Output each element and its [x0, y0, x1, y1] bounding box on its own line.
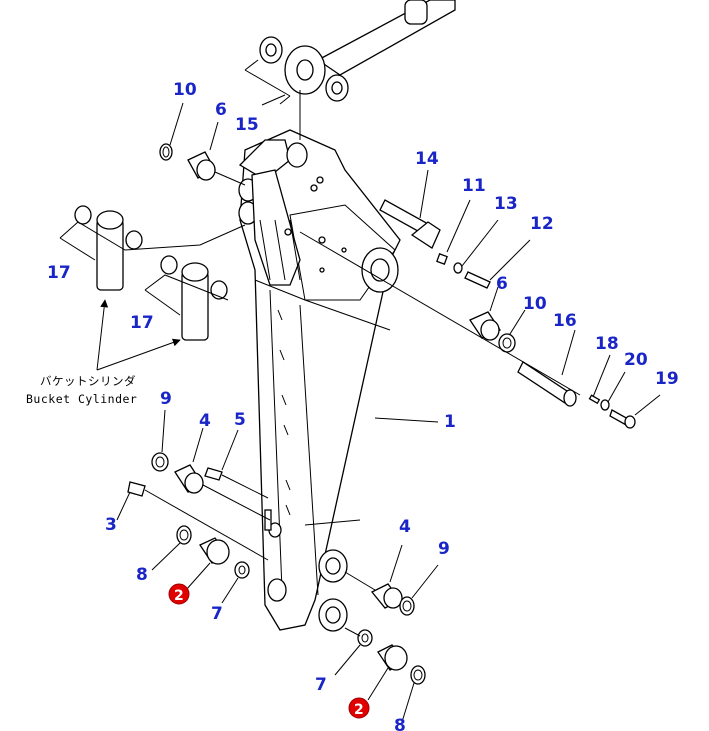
label-6-top: 6 — [215, 100, 227, 120]
highlight-marker-2-left: 2 — [168, 583, 190, 605]
label-4-left: 4 — [199, 411, 211, 431]
part-4-bushing-right — [344, 544, 403, 609]
note-english: Bucket Cylinder — [26, 392, 137, 406]
part-17-pin-lower — [144, 255, 229, 341]
label-2-left: 2 — [174, 588, 184, 604]
label-18: 18 — [595, 334, 619, 354]
part-14-pin — [379, 169, 441, 249]
part-17-pin-upper — [59, 205, 246, 291]
part-9-ring-left — [151, 409, 169, 472]
part-3-fitting — [116, 481, 269, 561]
part-10-ring-top — [159, 102, 184, 161]
arm-body — [238, 129, 401, 632]
highlight-marker-2-right: 2 — [348, 697, 370, 719]
label-8-right: 8 — [394, 716, 406, 731]
part-10-ring-right — [498, 309, 526, 353]
label-1: 1 — [444, 412, 456, 432]
part-8-ring-right — [401, 665, 426, 723]
label-4-right: 4 — [399, 517, 411, 537]
label-7-right: 7 — [315, 675, 327, 695]
label-14: 14 — [415, 149, 439, 169]
part-9-ring-right — [399, 564, 439, 616]
part-7-ring-right — [334, 627, 373, 676]
label-15: 15 — [235, 115, 259, 135]
leader-1 — [374, 417, 439, 423]
part-16-pin — [517, 329, 577, 407]
part-18-20-19-hardware — [588, 354, 661, 429]
label-19: 19 — [655, 369, 679, 389]
center-axis-line — [299, 231, 581, 396]
label-10-right: 10 — [523, 294, 547, 314]
part-4-bushing-left — [174, 427, 271, 521]
label-17-upper: 17 — [47, 263, 71, 283]
label-5: 5 — [234, 410, 246, 430]
label-16: 16 — [553, 311, 577, 331]
label-17-lower: 17 — [130, 313, 154, 333]
label-6-right: 6 — [496, 274, 508, 294]
label-2-right: 2 — [354, 702, 364, 718]
label-10-top: 10 — [173, 80, 197, 100]
label-8-left: 8 — [136, 565, 148, 585]
part-6-bushing-top — [187, 121, 246, 186]
cylinder-rod — [244, 0, 456, 105]
label-12: 12 — [530, 214, 554, 234]
label-9-right: 9 — [438, 539, 450, 559]
part-5-fitting — [204, 429, 269, 499]
part-2-bushing-right — [367, 644, 408, 701]
label-11: 11 — [462, 176, 486, 196]
part-6-bushing-right — [469, 286, 501, 341]
part-11-13-12-hardware — [436, 199, 531, 289]
label-9-left: 9 — [160, 389, 172, 409]
leader-15 — [261, 94, 286, 106]
part-2-bushing-left — [185, 537, 230, 591]
part-8-ring-left — [151, 525, 192, 571]
label-3: 3 — [105, 515, 117, 535]
label-20: 20 — [624, 350, 648, 370]
note-japanese: バケットシリンダ — [40, 374, 136, 388]
part-7-ring-left — [221, 561, 250, 604]
label-13: 13 — [494, 194, 518, 214]
label-7-left: 7 — [211, 604, 223, 624]
